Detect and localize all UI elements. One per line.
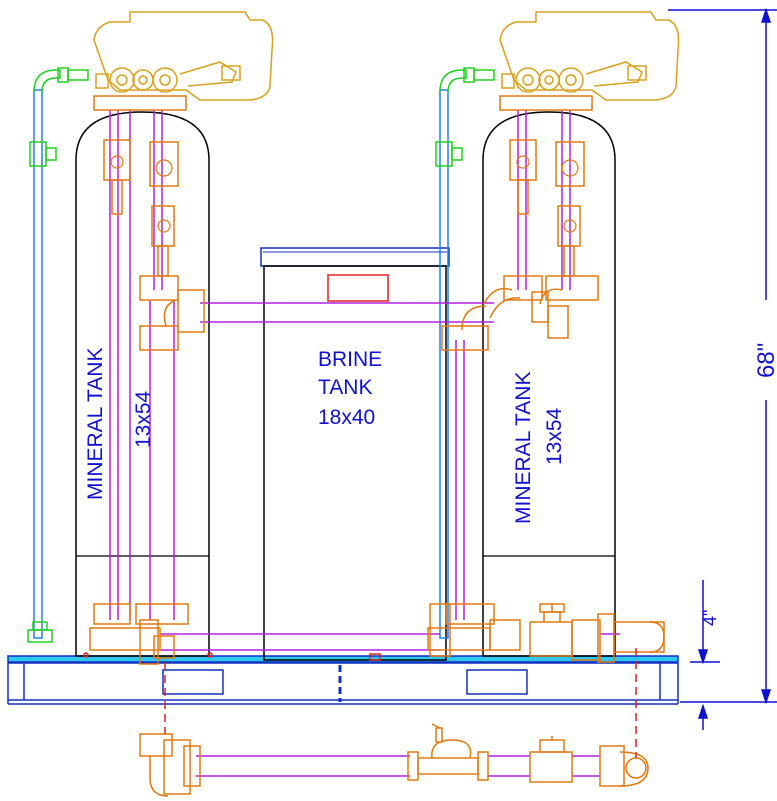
dimensions: [668, 7, 777, 730]
brine-size-label: 18x40: [318, 406, 375, 429]
right-mineral-tank: [482, 111, 616, 657]
right-tank-size-label: 13x54: [543, 407, 566, 465]
right-bypass-line: [435, 67, 495, 639]
right-control-head: [499, 11, 680, 101]
left-tank-size-label: 13x54: [132, 390, 155, 448]
drain-lines: [83, 648, 637, 758]
left-tank-name-label: MINERAL TANK: [84, 348, 107, 500]
valve-markers: [110, 155, 579, 233]
right-tank-name-label: MINERAL TANK: [512, 372, 535, 524]
skid-base: [7, 655, 679, 705]
pipe-network: [109, 110, 620, 777]
brine-label-line2: TANK: [318, 376, 372, 399]
left-bypass-line: [27, 67, 89, 643]
brine-tank: [260, 247, 450, 661]
base-dimension-label: 4": [700, 610, 720, 626]
left-control-head: [93, 11, 274, 101]
fittings: [89, 95, 665, 797]
height-dimension-label: 68": [753, 343, 777, 378]
left-mineral-tank: [75, 111, 210, 657]
brine-label-line1: BRINE: [318, 348, 382, 371]
